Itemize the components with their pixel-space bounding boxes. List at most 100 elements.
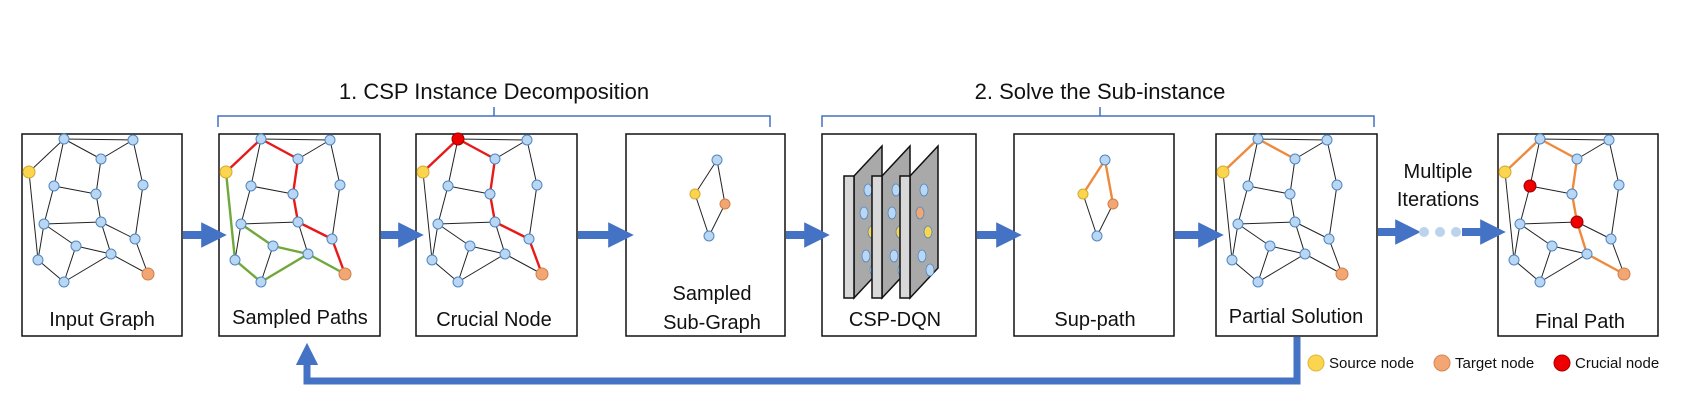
graph-edge	[1247, 138, 1259, 187]
graph-edge	[1257, 253, 1306, 283]
graph-edge	[1539, 138, 1610, 141]
graph-edge	[1269, 245, 1306, 255]
graph-node	[1226, 254, 1238, 266]
graph-node	[326, 233, 338, 245]
graph-edge	[1519, 223, 1553, 247]
section-bracket-solve	[821, 107, 1375, 127]
stage-box-input-graph	[21, 133, 183, 337]
graph-edge	[63, 138, 102, 160]
graph-edge	[447, 138, 459, 187]
graph-edge	[240, 185, 252, 225]
graph-edge	[469, 245, 506, 255]
iterations-label-line2: Iterations	[1397, 189, 1479, 211]
graph-edge	[1610, 184, 1620, 240]
graph-node	[219, 165, 233, 179]
graph-edge	[1082, 193, 1098, 237]
graph-edge	[1539, 253, 1588, 283]
graph-node	[489, 216, 501, 228]
network-node	[915, 206, 925, 220]
graph-edge	[437, 221, 496, 225]
graph-node	[58, 276, 70, 288]
graph-node	[292, 216, 304, 228]
graph-node	[1264, 240, 1276, 252]
iterations-label-line1: Multiple	[1404, 161, 1473, 183]
graph-edge	[250, 185, 294, 195]
stage-label-sampled-paths: Sampled Paths	[232, 307, 368, 329]
legend-source-swatch	[1307, 354, 1325, 372]
graph-edge	[1294, 221, 1306, 255]
graph-edge	[297, 139, 331, 160]
stage-label-crucial-node: Crucial Node	[436, 309, 552, 331]
graph-node	[229, 254, 241, 266]
graph-node	[464, 240, 476, 252]
graph-node	[1284, 188, 1296, 200]
graph-edge	[1551, 245, 1588, 255]
section-bracket-decomposition	[217, 107, 771, 127]
graph-node	[1514, 218, 1526, 230]
graph-edge	[694, 193, 710, 237]
graph-node	[324, 134, 336, 146]
network-node	[925, 263, 935, 277]
graph-edge	[53, 185, 97, 195]
graph-node	[127, 134, 139, 146]
graph-node	[432, 218, 444, 230]
network-node	[917, 249, 927, 263]
graph-node	[452, 276, 464, 288]
network-node	[887, 206, 897, 220]
graph-node	[1331, 179, 1343, 191]
graph-edge	[431, 259, 459, 283]
graph-node	[22, 165, 36, 179]
graph-node	[1077, 188, 1089, 200]
graph-node	[1571, 153, 1583, 165]
graph-edge	[528, 184, 538, 240]
graph-edge	[1519, 185, 1531, 225]
graph-node	[451, 132, 465, 146]
graph-node	[95, 153, 107, 165]
graph-edge	[1513, 259, 1541, 283]
legend-crucial-label: Crucial node	[1575, 355, 1659, 372]
graph-node	[32, 254, 44, 266]
network-node	[923, 225, 933, 239]
section-title-solve: 2. Solve the Sub-instance	[975, 79, 1226, 104]
graph-edge	[250, 138, 262, 187]
stage-label-final-path: Final Path	[1535, 311, 1625, 333]
graph-node	[1534, 133, 1546, 145]
graph-edge	[260, 137, 299, 161]
graph-node	[1617, 267, 1631, 281]
graph-edge	[1231, 259, 1259, 283]
graph-edge	[110, 253, 149, 275]
graph-node	[523, 233, 535, 245]
graph-edge	[1096, 203, 1114, 237]
graph-edge	[37, 223, 45, 261]
graph-node	[1566, 188, 1578, 200]
csp-dqn-network	[843, 144, 939, 300]
graph-edge	[1103, 159, 1115, 205]
graph-edge	[494, 220, 530, 241]
graph-node	[1605, 233, 1617, 245]
graph-node	[521, 134, 533, 146]
graph-edge	[1570, 158, 1579, 195]
graph-edge	[422, 138, 459, 173]
graph-node	[1335, 267, 1349, 281]
graph-node	[484, 188, 496, 200]
legend-crucial-swatch	[1553, 354, 1571, 372]
graph-node	[1289, 153, 1301, 165]
graph-edge	[224, 171, 237, 261]
graph-edge	[1576, 139, 1610, 160]
graph-edge	[234, 223, 242, 261]
stage-box-crucial-node	[415, 133, 578, 337]
graph-node	[1546, 240, 1558, 252]
graph-edge	[53, 138, 65, 187]
graph-edge	[1529, 138, 1541, 187]
network-node	[889, 249, 899, 263]
graph-node	[689, 188, 701, 200]
graph-edge	[457, 137, 496, 161]
graph-node	[426, 254, 438, 266]
graph-edge	[329, 139, 341, 186]
graph-edge	[240, 223, 274, 247]
graph-node	[416, 165, 430, 179]
graph-edge	[457, 253, 506, 283]
graph-edge	[260, 138, 331, 141]
graph-edge	[1326, 139, 1338, 186]
graph-node	[1603, 134, 1615, 146]
